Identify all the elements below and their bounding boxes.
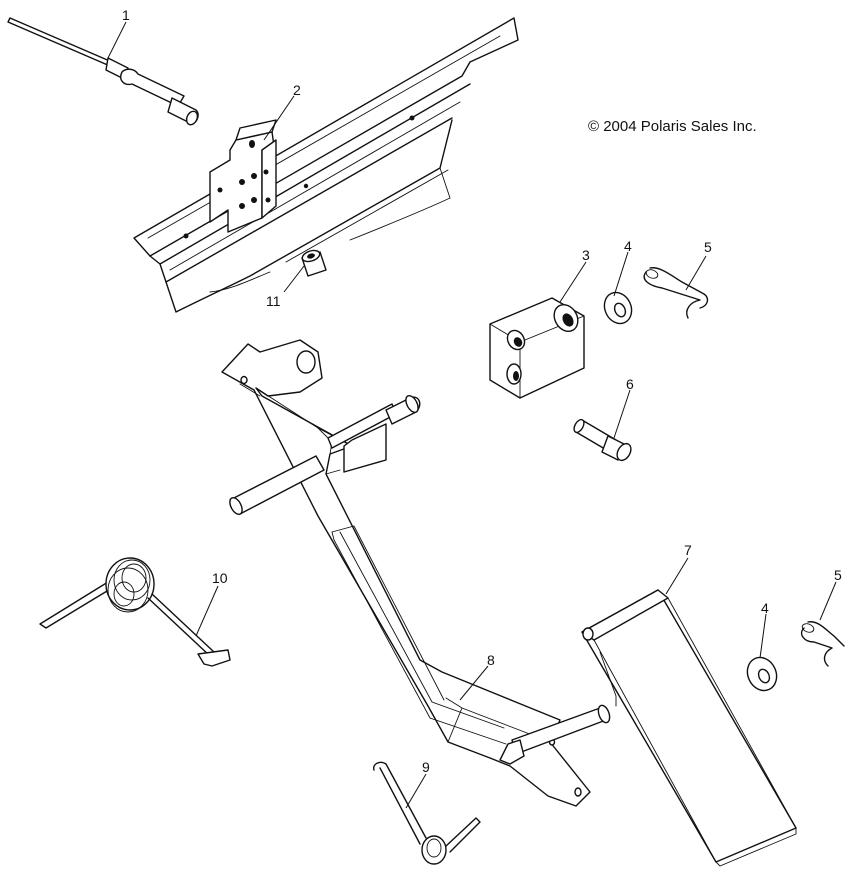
- callout-3: 3: [582, 247, 590, 263]
- part-pivot-pin-lower: [499, 704, 611, 765]
- part-pedal-pad: [581, 589, 797, 867]
- part-clip-upper: [643, 267, 709, 319]
- leader-lines: [107, 21, 837, 809]
- callout-2: 2: [293, 82, 301, 98]
- callout-5: 5: [704, 239, 712, 255]
- part-pivot-block: [489, 297, 585, 399]
- part-bushing: [301, 249, 327, 277]
- callout-4: 4: [624, 238, 632, 254]
- callout-5-lower: 5: [834, 567, 842, 583]
- part-pivot-pin-left: [229, 455, 325, 515]
- part-clip-lower: [800, 621, 845, 667]
- callout-7: 7: [684, 542, 692, 558]
- part-throttle-cable: [7, 17, 199, 126]
- copyright-notice: © 2004 Polaris Sales Inc.: [588, 118, 757, 135]
- callout-labels: 1 2 3 4 5 6 7 8 9 10 11 4 5: [122, 7, 842, 775]
- part-washer-lower: [746, 656, 778, 692]
- callout-11: 11: [266, 293, 281, 309]
- callout-4-lower: 4: [761, 600, 769, 616]
- callout-10: 10: [212, 570, 228, 586]
- part-frame-rail: [133, 17, 519, 313]
- part-mount-bracket: [209, 119, 277, 233]
- callout-9: 9: [422, 759, 430, 775]
- callout-8: 8: [487, 652, 495, 668]
- part-return-spring: [39, 557, 231, 667]
- part-small-spring: [373, 761, 481, 865]
- part-pivot-pin-upper: [327, 395, 421, 473]
- part-washer-upper: [603, 291, 633, 325]
- callout-1: 1: [122, 7, 130, 23]
- callout-6: 6: [626, 376, 634, 392]
- part-bolt: [573, 418, 632, 462]
